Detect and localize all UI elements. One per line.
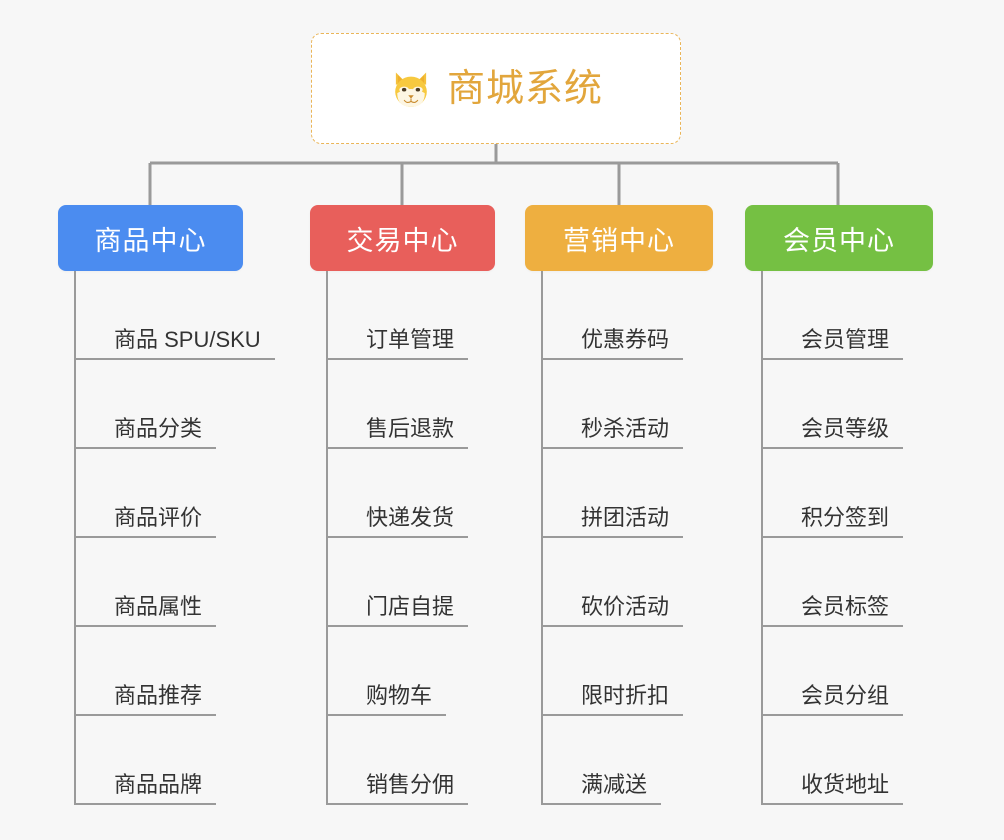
leaf-item[interactable]: 会员等级 <box>761 360 933 449</box>
branch-header-1[interactable]: 交易中心 <box>310 205 495 271</box>
branch-trade-center: 交易中心 订单管理 售后退款 快递发货 门店自提 购物车 销售分佣 <box>310 205 495 805</box>
leaf-item[interactable]: 拼团活动 <box>541 449 713 538</box>
leaf-label: 会员分组 <box>763 683 904 716</box>
leaf-label: 商品评价 <box>76 505 217 538</box>
leaf-label: 拼团活动 <box>543 505 684 538</box>
leaf-item[interactable]: 商品 SPU/SKU <box>74 271 275 360</box>
leaf-label: 商品分类 <box>76 416 217 449</box>
leaf-label: 订单管理 <box>328 327 469 360</box>
leaf-item[interactable]: 商品属性 <box>74 538 275 627</box>
leaf-item[interactable]: 销售分佣 <box>326 716 495 805</box>
root-title: 商城系统 <box>446 67 603 110</box>
leaf-label: 满减送 <box>543 772 662 805</box>
leaf-label: 收货地址 <box>763 772 904 805</box>
branch-header-label-0: 商品中心 <box>94 225 207 256</box>
leaf-item[interactable]: 满减送 <box>541 716 713 805</box>
leaf-list-2: 优惠券码 秒杀活动 拼团活动 砍价活动 限时折扣 满减送 <box>541 271 713 805</box>
leaf-item[interactable]: 商品分类 <box>74 360 275 449</box>
leaf-item[interactable]: 会员分组 <box>761 627 933 716</box>
leaf-item[interactable]: 砍价活动 <box>541 538 713 627</box>
leaf-label: 优惠券码 <box>543 327 684 360</box>
leaf-item[interactable]: 快递发货 <box>326 449 495 538</box>
leaf-label: 商品属性 <box>76 594 217 627</box>
leaf-item[interactable]: 售后退款 <box>326 360 495 449</box>
branch-product-center: 商品中心 商品 SPU/SKU 商品分类 商品评价 商品属性 商品推荐 商品品牌 <box>58 205 275 805</box>
leaf-item[interactable]: 限时折扣 <box>541 627 713 716</box>
leaf-item[interactable]: 订单管理 <box>326 271 495 360</box>
leaf-list-1: 订单管理 售后退款 快递发货 门店自提 购物车 销售分佣 <box>326 271 495 805</box>
leaf-item[interactable]: 商品评价 <box>74 449 275 538</box>
leaf-label: 会员管理 <box>763 327 904 360</box>
branch-header-3[interactable]: 会员中心 <box>745 205 933 271</box>
leaf-list-0: 商品 SPU/SKU 商品分类 商品评价 商品属性 商品推荐 商品品牌 <box>74 271 275 805</box>
leaf-label: 购物车 <box>328 683 447 716</box>
leaf-item[interactable]: 购物车 <box>326 627 495 716</box>
leaf-list-3: 会员管理 会员等级 积分签到 会员标签 会员分组 收货地址 <box>761 271 933 805</box>
leaf-item[interactable]: 商品推荐 <box>74 627 275 716</box>
branch-header-label-1: 交易中心 <box>346 225 459 256</box>
leaf-label: 限时折扣 <box>543 683 684 716</box>
leaf-item[interactable]: 会员标签 <box>761 538 933 627</box>
leaf-item[interactable]: 门店自提 <box>326 538 495 627</box>
root-node[interactable]: 商城系统 <box>311 33 681 144</box>
leaf-label: 秒杀活动 <box>543 416 684 449</box>
branch-member-center: 会员中心 会员管理 会员等级 积分签到 会员标签 会员分组 收货地址 <box>745 205 933 805</box>
branch-header-label-2: 营销中心 <box>563 225 675 256</box>
leaf-label: 会员标签 <box>763 594 904 627</box>
branch-marketing-center: 营销中心 优惠券码 秒杀活动 拼团活动 砍价活动 限时折扣 满减送 <box>525 205 713 805</box>
leaf-label: 商品 SPU/SKU <box>76 327 275 360</box>
leaf-label: 商品品牌 <box>76 772 217 805</box>
branch-header-label-3: 会员中心 <box>783 225 895 256</box>
leaf-item[interactable]: 积分签到 <box>761 449 933 538</box>
leaf-item[interactable]: 商品品牌 <box>74 716 275 805</box>
leaf-label: 商品推荐 <box>76 683 217 716</box>
leaf-item[interactable]: 会员管理 <box>761 271 933 360</box>
leaf-label: 积分签到 <box>763 505 904 538</box>
leaf-item[interactable]: 秒杀活动 <box>541 360 713 449</box>
leaf-item[interactable]: 优惠券码 <box>541 271 713 360</box>
leaf-label: 快递发货 <box>328 505 469 538</box>
shiba-dog-emoji <box>395 72 427 107</box>
leaf-item[interactable]: 收货地址 <box>761 716 933 805</box>
leaf-label: 门店自提 <box>328 594 469 627</box>
leaf-label: 会员等级 <box>763 416 904 449</box>
branch-header-2[interactable]: 营销中心 <box>525 205 713 271</box>
leaf-label: 售后退款 <box>328 416 469 449</box>
leaf-label: 销售分佣 <box>328 772 469 805</box>
leaf-label: 砍价活动 <box>543 594 684 627</box>
branch-header-0[interactable]: 商品中心 <box>58 205 243 271</box>
